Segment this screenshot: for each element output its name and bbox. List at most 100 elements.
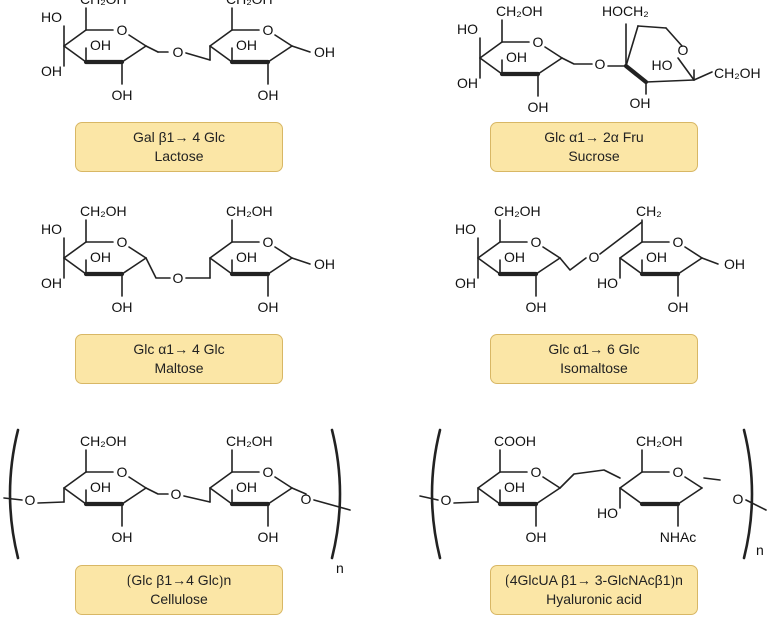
atom-label-oh: OH [646,249,667,265]
atom-label-oh: OH [526,299,547,315]
bond-line [599,221,643,255]
atom-label-oh: OH [258,87,279,103]
bond-line [313,499,351,511]
atom-label-ho: HO [41,221,62,237]
glycosidic-oxygen: O [595,56,606,72]
atom-label-oh: OH [457,75,478,91]
ring-bond [619,257,643,275]
linkage-text: Glc α1→ 4 Glc [133,341,225,357]
c6-label: CH₂OH [226,0,273,7]
compound-name: Cellulose [150,591,208,607]
ring-oxygen: O [673,464,684,480]
ring-bond [128,476,147,489]
bond-line [145,45,159,53]
ring-bond [63,487,87,505]
atom-label-oh: OH [630,95,651,111]
atom-label-nhac: NHAc [660,529,697,545]
atom-label-ho: HO [597,505,618,521]
atom-label-oh: OH [258,299,279,315]
ring-bond [542,476,561,489]
ring-bond [128,34,147,47]
glycosidic-oxygen: O [173,270,184,286]
ring-oxygen: O [263,22,274,38]
ring-bond [619,241,643,259]
atom-label-oh: OH [112,87,133,103]
ring-bond [637,25,667,29]
ring-oxygen: O [117,22,128,38]
ring-bond [267,45,293,63]
ring-bond [535,257,561,275]
bond-line [291,487,307,495]
ring-oxygen: O [533,34,544,50]
bond-line [183,495,211,503]
ring-bond [477,241,501,259]
ring-oxygen: O [263,464,274,480]
glycosidic-oxygen: O [589,249,600,265]
atom-label-oh: OH [668,299,689,315]
ring-bond [477,257,501,275]
bond-line [185,52,211,61]
left-bracket [8,428,20,560]
ring-bond [542,246,561,259]
bond-line [701,257,719,265]
c6-label: CH₂OH [226,203,273,219]
c6-label: CH₂OH [494,203,541,219]
ring-bond [619,471,643,489]
atom-label-oh: OH [528,99,549,115]
ring-oxygen: O [678,42,689,58]
atom-label-oh: OH [41,63,62,79]
bond-line [745,499,767,511]
label-lactose: Gal β1→ 4 Glc Lactose [75,122,283,172]
atom-label-oh: OH [90,249,111,265]
ring-bond [477,471,501,489]
bond-line [419,495,439,501]
bond-line [703,477,721,481]
ring-bond [684,476,703,489]
c6-label: CH₂OH [496,3,543,19]
ring-bond [677,487,703,505]
ring-bond [684,246,703,259]
atom-label-oh: OH [314,256,335,272]
atom-label-oh: OH [455,275,476,291]
ring-bond [63,45,87,63]
atom-label-ho: HO [597,275,618,291]
ring-bond [209,487,233,505]
ring-bond [479,41,503,59]
atom-label-oh: OH [258,529,279,545]
ring-bond [535,487,561,505]
ring-bond [121,487,147,505]
ring-bond [209,241,233,259]
ring-oxygen: O [673,234,684,250]
c6-label: CH₂ [636,203,662,219]
atom-label-oh: OH [90,479,111,495]
ring-bond [645,79,695,83]
label-maltose: Glc α1→ 4 Glc Maltose [75,334,283,384]
compound-name: Hyaluronic acid [546,591,642,607]
ring-oxygen: O [117,464,128,480]
label-hyaluronic: ⟮4GlcUA β1→ 3-GlcNAcβ1⟯n Hyaluronic acid [490,565,698,615]
compound-name: Isomaltose [560,360,628,376]
bond-line [3,497,23,501]
ring-bond [209,471,233,489]
ring-bond [121,257,147,275]
repeat-subscript: n [756,542,764,558]
bridge-oxygen: O [25,492,36,508]
ring-oxygen: O [117,234,128,250]
repeat-subscript: n [336,560,344,576]
atom-label-ho: HO [455,221,476,237]
right-bracket [330,428,342,560]
ring-bond [537,57,563,75]
ring-bond [209,45,233,63]
label-cellulose: ⟮Glc β1→4 Glc⟯n Cellulose [75,565,283,615]
bond-line [561,57,593,65]
ring-bond [209,257,233,275]
atom-label-oh: OH [314,44,335,60]
bond-line [453,501,479,504]
ring-bond [625,25,639,67]
ring-bond [267,257,293,275]
ring-bond [274,246,293,259]
compound-name: Maltose [154,360,204,376]
ring-bond [63,29,87,47]
compound-name: Lactose [154,148,204,164]
